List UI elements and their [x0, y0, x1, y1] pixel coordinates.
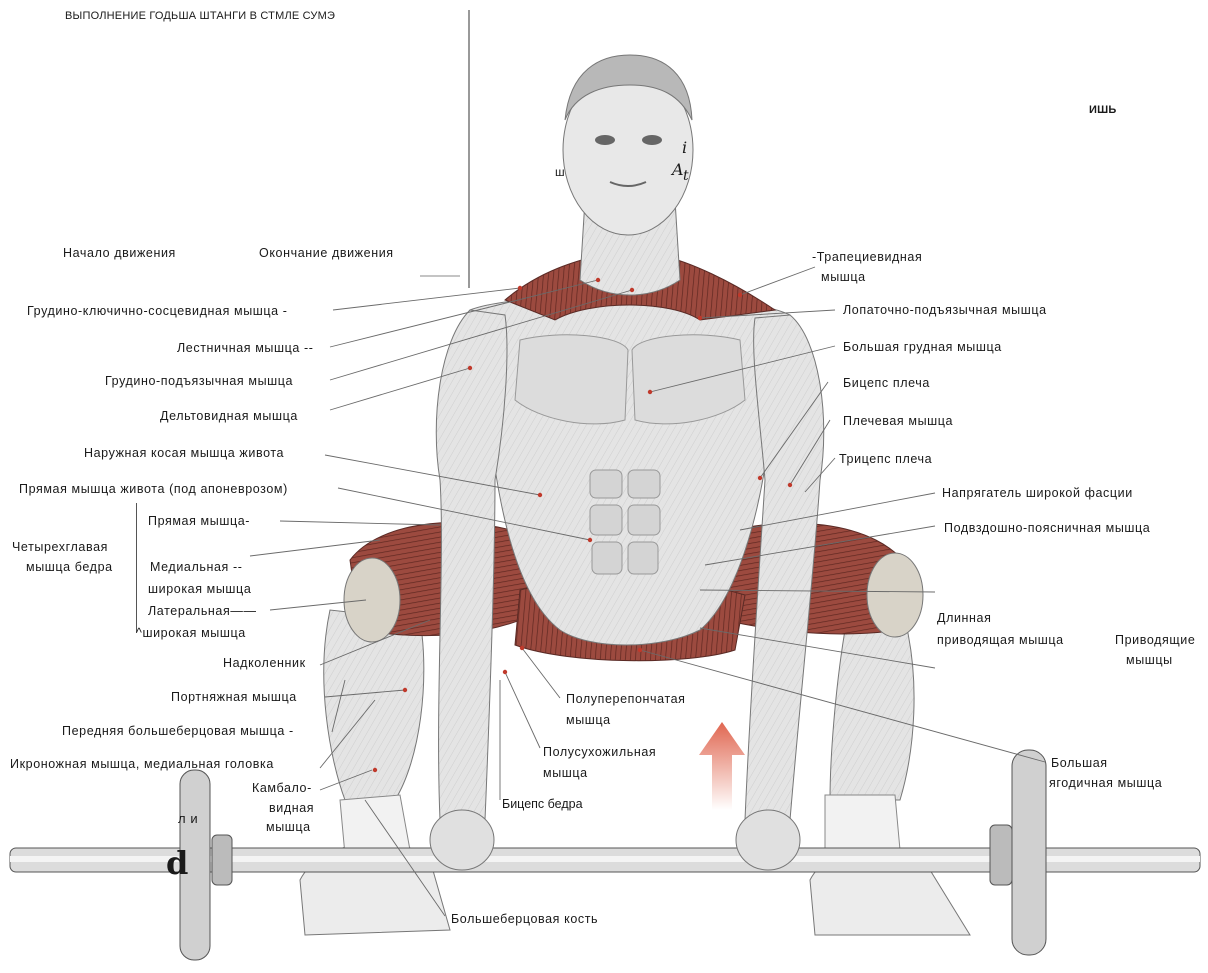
label-soleus-2: видная [269, 799, 314, 817]
label-triceps: Трицепс плеча [839, 450, 932, 468]
label-gluteus-maximus-2: ягодичная мышца [1049, 774, 1162, 792]
label-rectus-abdominis: Прямая мышца живота (под апоневрозом) [19, 480, 288, 498]
label-trapezius: -Трапециевидная [812, 248, 922, 266]
label-trapezius-2: мышца [821, 268, 866, 286]
label-vastus-lateralis-2: ^широкая мышца [136, 624, 246, 642]
label-external-oblique: Наружная косая мышца живота [84, 444, 284, 462]
label-scalene: Лестничная мышца -- [177, 339, 314, 357]
label-semimembranosus: Полуперепончатая [566, 690, 686, 708]
label-soleus-3: мышца [266, 818, 311, 836]
artifact-t: t [683, 168, 689, 184]
artifact-ear-left: ш [555, 163, 565, 181]
label-omohyoid: Лопаточно-подъязычная мышца [843, 301, 1047, 319]
label-pectoralis-major: Большая грудная мышца [843, 338, 1002, 356]
label-adductors-2: мышцы [1126, 651, 1173, 669]
label-sartorius: Портняжная мышца [171, 688, 297, 706]
right-knee [867, 553, 923, 637]
label-tibia: Большеберцовая кость [451, 910, 598, 928]
label-deltoid: Дельтовидная мышца [160, 407, 298, 425]
quadriceps-bracket [136, 503, 143, 633]
label-biceps-femoris: Бицепс бедра [502, 795, 583, 813]
artifact-plate-text: л и [178, 810, 198, 828]
label-iliopsoas: Подвздошно-поясничная мышца [944, 519, 1150, 537]
label-semimembranosus-2: мышца [566, 711, 611, 729]
label-adductor-longus: Длинная [937, 609, 991, 627]
label-vastus-medialis-2: широкая мышца [148, 580, 251, 598]
artifact-plate-glyph: d [166, 843, 188, 883]
label-soleus: Камбало- [252, 779, 312, 797]
label-quadriceps: Четырехглавая [12, 538, 108, 556]
label-biceps-brachii: Бицепс плеча [843, 374, 930, 392]
left-knee [344, 558, 400, 642]
label-adductors: Приводящие [1115, 631, 1195, 649]
label-tensor-fasciae-latae: Напрягатель широкой фасции [942, 484, 1133, 502]
label-rectus-femoris: Прямая мышца- [148, 512, 250, 530]
label-gastrocnemius: Икроножная мышца, медиальная головка [10, 755, 274, 773]
label-tibialis-anterior: Передняя большеберцовая мышца - [62, 722, 294, 740]
artifact-a: A [672, 162, 684, 178]
right-plate [1012, 750, 1046, 955]
label-semitendinosus: Полусухожильная [543, 743, 656, 761]
label-patella: Надколенник [223, 654, 306, 672]
upward-arrow [699, 722, 745, 810]
label-adductor-longus-2: приводящая мышца [937, 631, 1064, 649]
label-vastus-lateralis: Латеральная—— [148, 602, 257, 620]
label-sternocleidomastoid: Грудино-ключично-сосцевидная мышца - [27, 302, 288, 320]
label-semitendinosus-2: мышца [543, 764, 588, 782]
artifact-i: i [682, 140, 687, 156]
label-brachialis: Плечевая мышца [843, 412, 953, 430]
label-vastus-medialis: Медиальная -- [150, 558, 243, 576]
right-shin [830, 620, 914, 800]
label-quadriceps-2: мышца бедра [26, 558, 113, 576]
label-gluteus-maximus: Большая [1051, 754, 1108, 772]
label-sternohyoid: Грудино-подъязычная мышца [105, 372, 293, 390]
